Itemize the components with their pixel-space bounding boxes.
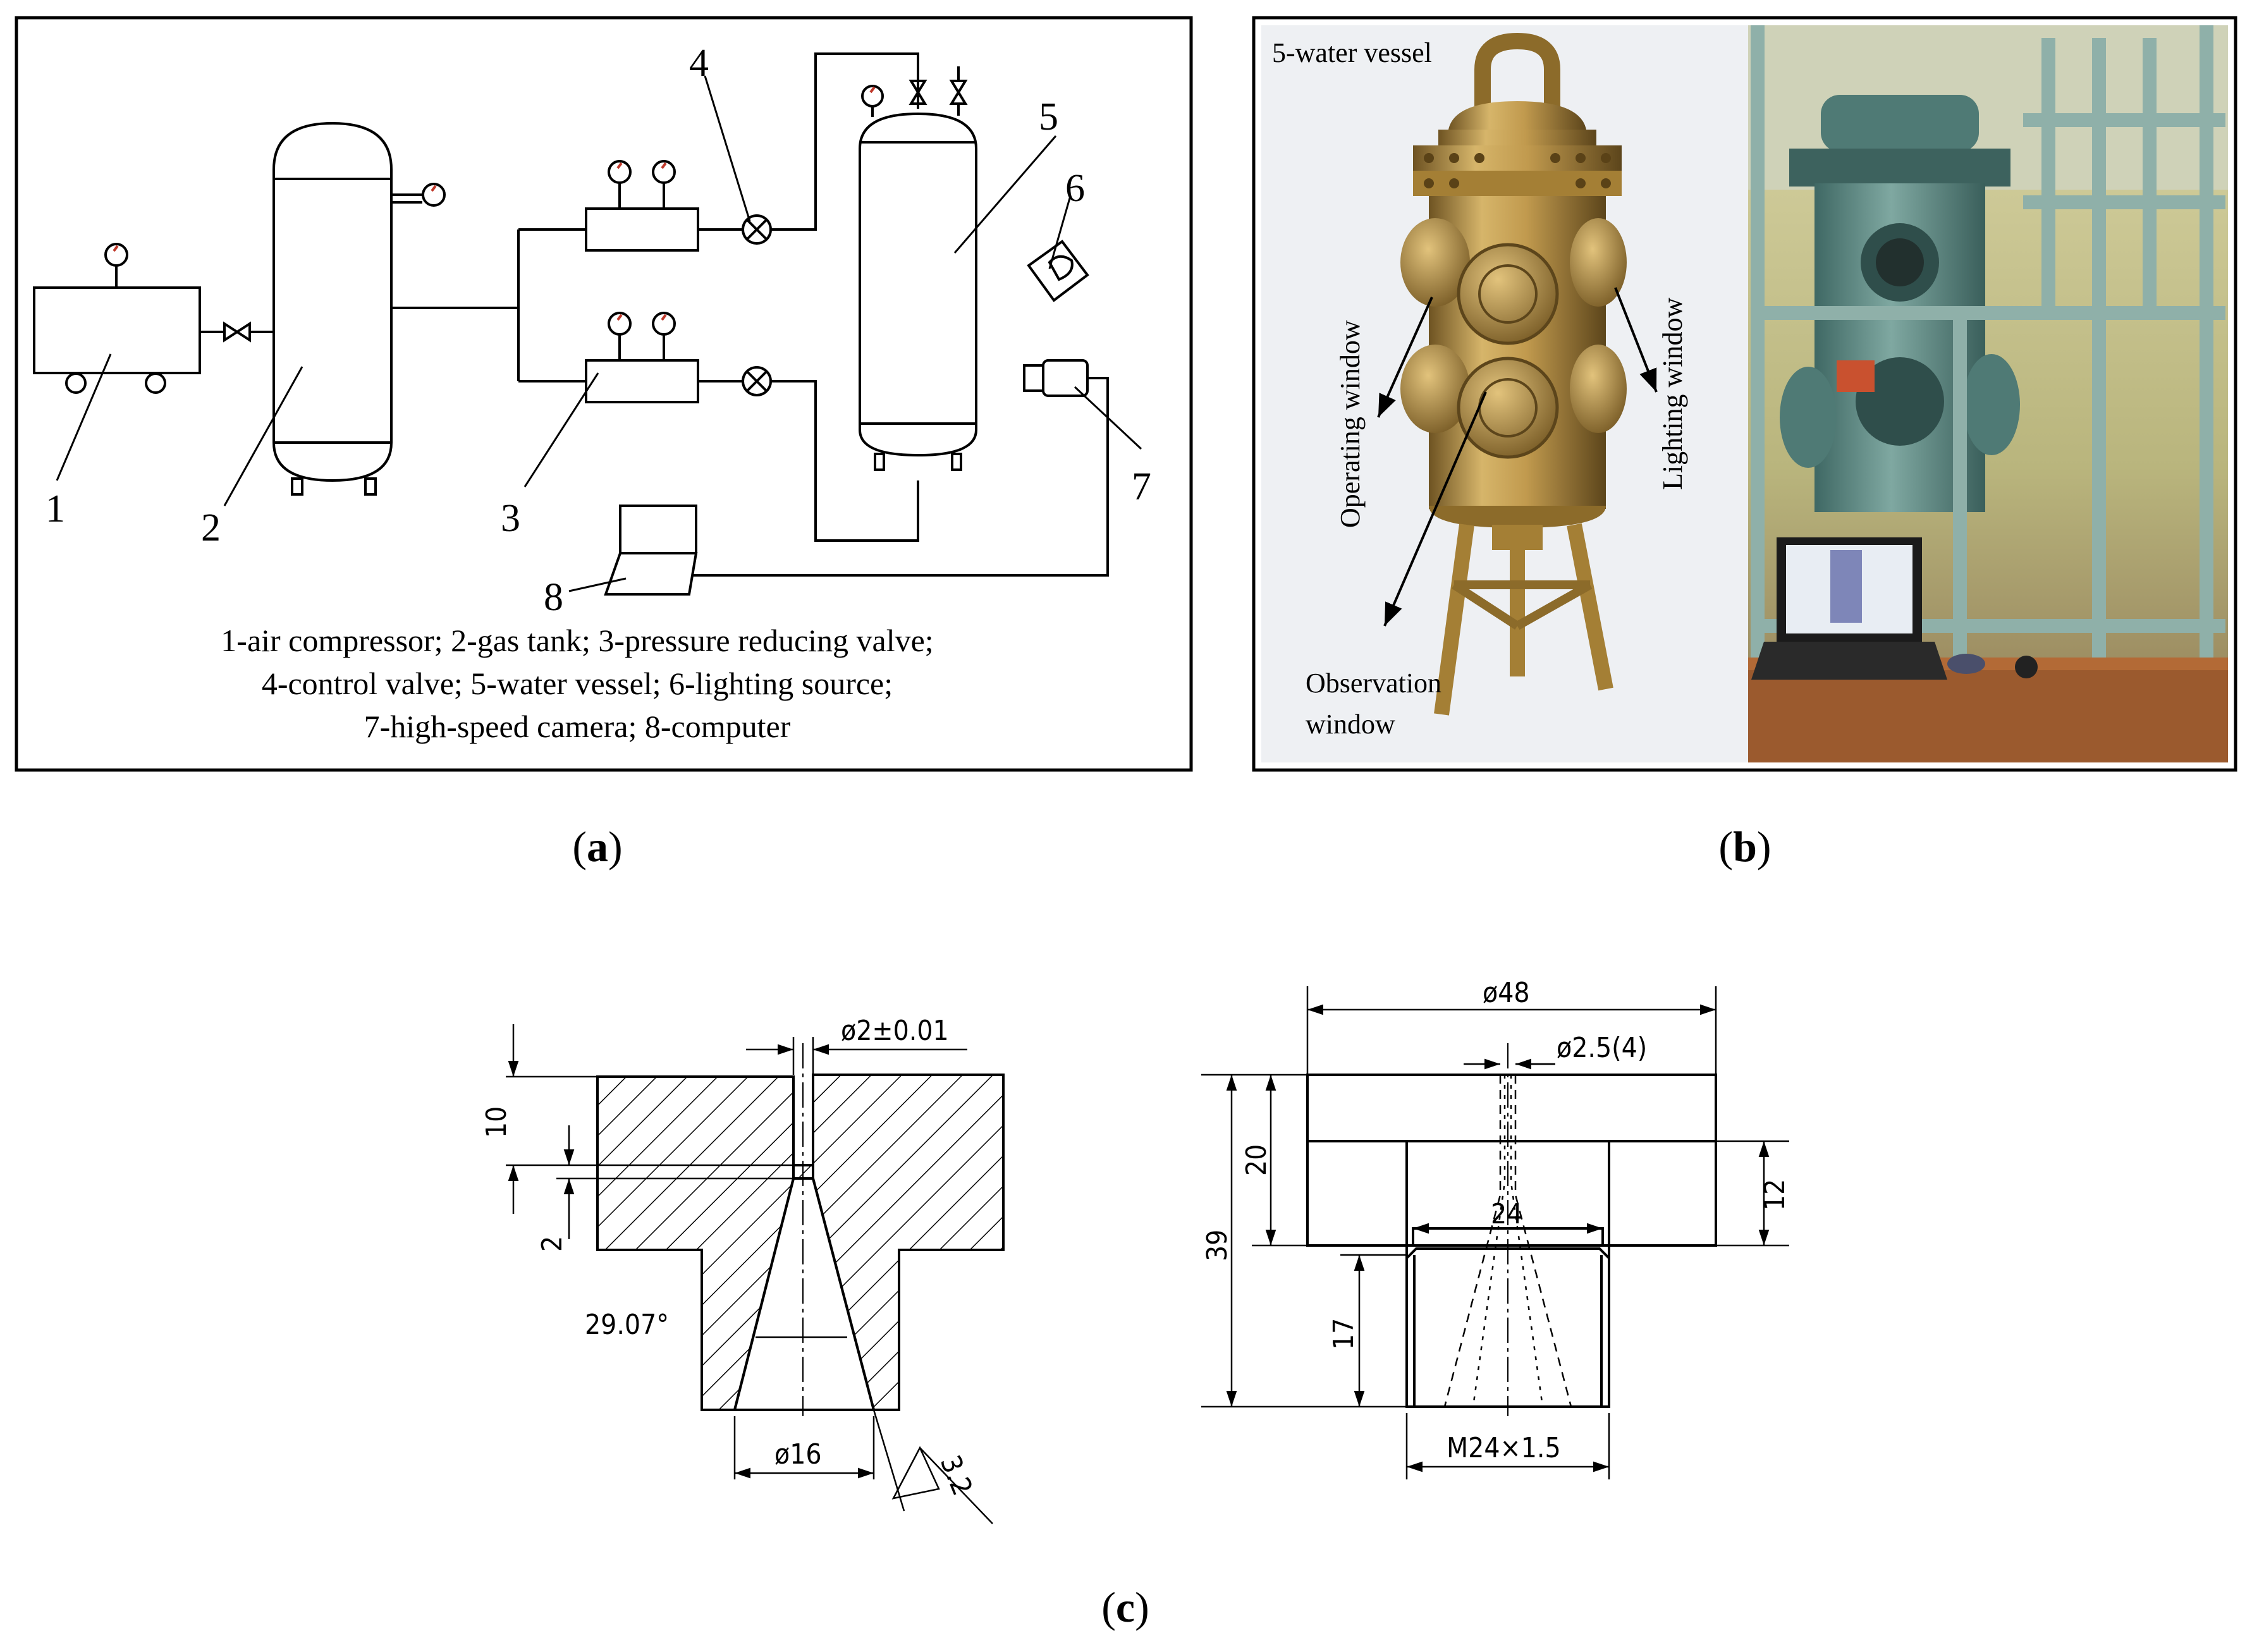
dim-angle: 29.07° [585,1309,669,1341]
nozzle-section-drawing: ø2±0.01 10 2 29.07° ø16 3.2 [480,1015,1005,1524]
dim-thread: M24×1.5 [1447,1432,1561,1464]
legend-line-1: 1-air compressor; 2-gas tank; 3-pressure… [221,623,933,658]
dim-diameter-2: ø2±0.01 [841,1015,949,1047]
dim-diameter-48: ø48 [1483,977,1530,1009]
dim-diameter-16: ø16 [774,1438,822,1471]
panel-a-label: (a) [572,823,622,871]
water-vessel [859,104,977,471]
dim-20: 20 [1240,1144,1273,1176]
vessel-cad-render: 5-water vessel Operating window Lighting… [1261,25,1748,762]
panel-b-label: (b) [1718,823,1771,871]
pressure-gauge-icon [104,243,128,267]
observation-window-label-2: window [1306,709,1395,740]
label-3: 3 [501,497,520,540]
surface-roughness: 3.2 [934,1451,979,1500]
lighting-source-icon [1027,240,1089,302]
operating-window-label: Operating window [1335,320,1366,528]
dim-2: 2 [536,1236,568,1252]
label-4: 4 [689,42,709,85]
pressure-gauge-icon [861,85,884,107]
pressure-gauge-icon [422,183,446,207]
air-compressor [33,264,201,394]
observation-window-label-1: Observation [1306,668,1441,699]
gas-tank [272,121,422,496]
nozzle-plate-drawing: ø48 ø2.5(4) 20 39 24 12 17 M24×1.5 [1201,977,1791,1479]
dim-39: 39 [1201,1230,1233,1261]
lighting-window-label: Lighting window [1657,297,1688,490]
dim-17: 17 [1328,1318,1360,1350]
legend-line-3: 7-high-speed camera; 8-computer [364,709,791,744]
computer-icon [604,505,698,596]
label-1: 1 [46,487,65,530]
lab-photo [1748,25,2228,762]
panel-b: 5-water vessel Operating window Lighting… [1252,16,2237,871]
label-5: 5 [1039,95,1058,138]
valve-icon [909,66,968,105]
legend-line-2: 4-control valve; 5-water vessel; 6-light… [262,666,893,701]
panel-a-frame [15,16,1193,772]
panel-c: ø2±0.01 10 2 29.07° ø16 3.2 [480,977,1791,1631]
label-6: 6 [1065,167,1085,210]
vessel-title: 5-water vessel [1272,37,1432,68]
dim-12: 12 [1759,1179,1791,1211]
dim-24: 24 [1491,1198,1522,1230]
dim-hole: ø2.5(4) [1557,1032,1647,1064]
label-7: 7 [1132,465,1151,508]
dim-10: 10 [480,1106,513,1138]
label-2: 2 [201,506,221,549]
label-8: 8 [544,576,563,619]
panel-c-label: (c) [1101,1583,1149,1631]
panel-a: 1 2 3 4 5 6 7 8 1-air compressor; 2-gas … [15,16,1193,871]
